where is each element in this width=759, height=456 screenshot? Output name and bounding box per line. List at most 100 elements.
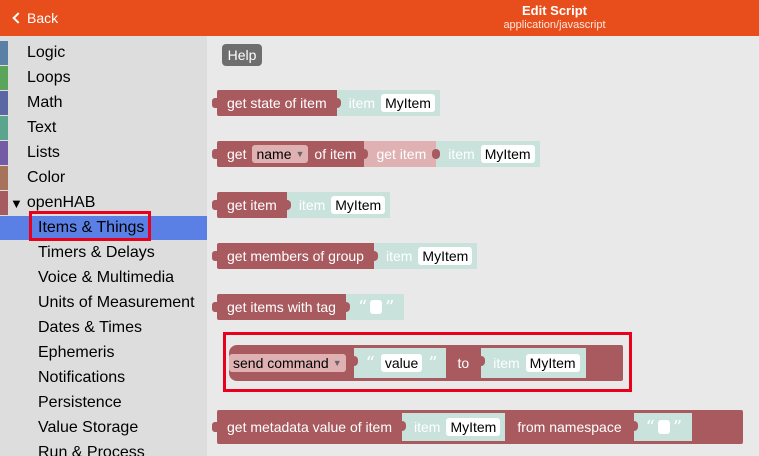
item-keyword: item — [448, 146, 475, 162]
item-keyword: item — [298, 197, 326, 213]
namespace-slot[interactable]: “ ” — [629, 413, 693, 441]
block-flyout: Help get state of item item MyItem get n… — [207, 36, 759, 456]
block-get-members-of-group[interactable]: get members of group item MyItem — [212, 243, 478, 269]
category-label: Math — [27, 94, 63, 111]
item-slot[interactable]: item MyItem — [369, 243, 478, 269]
category-color-swatch — [0, 66, 8, 90]
command-value-field[interactable]: value — [380, 354, 423, 372]
subcategory-label: Voice & Multimedia — [38, 269, 175, 286]
highlight-box — [223, 332, 632, 392]
subcategory-label: Ephemeris — [38, 344, 115, 361]
title-area: Edit Script application/javascript — [0, 3, 759, 32]
subcategory-items-things[interactable]: Items & Things — [0, 216, 207, 240]
subcategory-run-process[interactable]: Run & Process — [0, 441, 207, 456]
item-keyword: item — [493, 355, 520, 371]
help-button[interactable]: Help — [222, 44, 262, 66]
category-math[interactable]: Math — [0, 91, 207, 115]
category-label: Logic — [27, 44, 66, 61]
subcategory-label: Notifications — [38, 369, 126, 386]
block-connector — [212, 149, 218, 159]
item-keyword: item — [414, 419, 441, 435]
item-slot[interactable]: item MyItem — [282, 192, 391, 218]
category-label: Lists — [27, 144, 60, 161]
category-loops[interactable]: Loops — [0, 66, 207, 90]
block-get-items-with-tag[interactable]: get items with tag “ ” — [212, 294, 405, 320]
item-name-field[interactable]: MyItem — [525, 354, 580, 372]
get-item-slot[interactable]: get item — [360, 141, 437, 167]
block-label: get state of item — [227, 95, 327, 111]
subcategory-label: Items & Things — [38, 219, 145, 236]
block-connector — [212, 302, 218, 312]
close-quote-icon: ” — [428, 352, 438, 374]
block-label: get item — [227, 197, 277, 213]
subcategory-notifications[interactable]: Notifications — [0, 366, 207, 390]
category-color-swatch — [0, 191, 8, 215]
item-slot[interactable]: item MyItem — [332, 90, 440, 116]
category-color-swatch — [0, 41, 8, 65]
block-connector — [212, 422, 218, 432]
item-slot[interactable]: item MyItem — [477, 348, 586, 378]
category-text[interactable]: Text — [0, 116, 207, 140]
item-name-field[interactable]: MyItem — [381, 94, 435, 112]
dropdown-arrow-icon: ▼ — [295, 149, 305, 159]
block-label: get items with tag — [227, 299, 336, 315]
item-name-field[interactable]: MyItem — [446, 418, 501, 436]
open-quote-icon: “ — [357, 296, 368, 318]
category-label: Color — [27, 169, 66, 186]
block-label: of item — [314, 146, 357, 162]
dropdown-value: send command — [233, 355, 329, 371]
dropdown-value: name — [256, 146, 292, 162]
top-bar: Back Edit Script application/javascript — [0, 0, 759, 36]
close-quote-icon: ” — [385, 296, 395, 318]
block-get-state-of-item[interactable]: get state of item item MyItem — [212, 90, 440, 116]
highlight-box — [29, 211, 151, 241]
back-button[interactable]: Back — [12, 9, 58, 27]
category-logic[interactable]: Logic — [0, 41, 207, 65]
block-connector — [212, 251, 218, 261]
open-quote-icon: “ — [365, 352, 375, 374]
item-keyword: item — [385, 248, 413, 264]
subcategory-label: Run & Process — [38, 444, 145, 456]
block-label: get — [227, 146, 247, 162]
item-slot[interactable]: item MyItem — [397, 413, 506, 441]
subcategory-voice-multimedia[interactable]: Voice & Multimedia — [0, 266, 207, 290]
subcategory-label: Units of Measurement — [38, 294, 195, 311]
text-input[interactable] — [370, 300, 383, 314]
category-label: Loops — [27, 69, 71, 86]
close-quote-icon: ” — [672, 416, 683, 438]
category-color-swatch — [0, 116, 8, 140]
subcategory-timers-delays[interactable]: Timers & Delays — [0, 241, 207, 265]
item-keyword: item — [348, 95, 376, 111]
item-slot[interactable]: item MyItem — [432, 141, 540, 167]
item-name-field[interactable]: MyItem — [418, 247, 473, 265]
subcategory-persistence[interactable]: Persistence — [0, 391, 207, 415]
subcategory-ephemeris[interactable]: Ephemeris — [0, 341, 207, 365]
subcategory-value-storage[interactable]: Value Storage — [0, 416, 207, 440]
open-quote-icon: “ — [645, 416, 655, 438]
subcategory-label: Value Storage — [38, 419, 139, 436]
category-lists[interactable]: Lists — [0, 141, 207, 165]
text-input[interactable] — [657, 420, 670, 434]
block-get-item[interactable]: get item item MyItem — [212, 192, 391, 218]
category-color-swatch — [0, 166, 8, 190]
value-slot[interactable]: “ value ” — [349, 348, 446, 378]
expand-triangle-icon[interactable]: ▼ — [10, 195, 23, 211]
item-name-field[interactable]: MyItem — [331, 196, 386, 214]
block-get-metadata-value[interactable]: get metadata value of item item MyItem f… — [212, 410, 743, 444]
block-get-item-attribute[interactable]: get name ▼ of item get item item MyItem — [212, 141, 540, 167]
subcategory-dates-times[interactable]: Dates & Times — [0, 316, 207, 340]
subcategory-units-measurement[interactable]: Units of Measurement — [0, 291, 207, 315]
command-type-dropdown[interactable]: send command ▼ — [229, 354, 346, 372]
block-label: to — [457, 355, 470, 371]
text-slot[interactable]: “ ” — [341, 294, 405, 320]
inner-block-label: get item — [376, 146, 427, 162]
attribute-dropdown[interactable]: name ▼ — [252, 145, 309, 163]
category-openhab[interactable]: ▼ openHAB — [0, 191, 207, 215]
block-label: from namespace — [517, 419, 622, 435]
item-name-field[interactable]: MyItem — [480, 145, 535, 163]
block-label: get members of group — [227, 248, 364, 264]
category-color[interactable]: Color — [0, 166, 207, 190]
subcategory-label: Persistence — [38, 394, 122, 411]
block-send-command[interactable]: send command ▼ “ value ” to item MyItem — [229, 345, 623, 381]
category-color-swatch — [0, 141, 8, 165]
